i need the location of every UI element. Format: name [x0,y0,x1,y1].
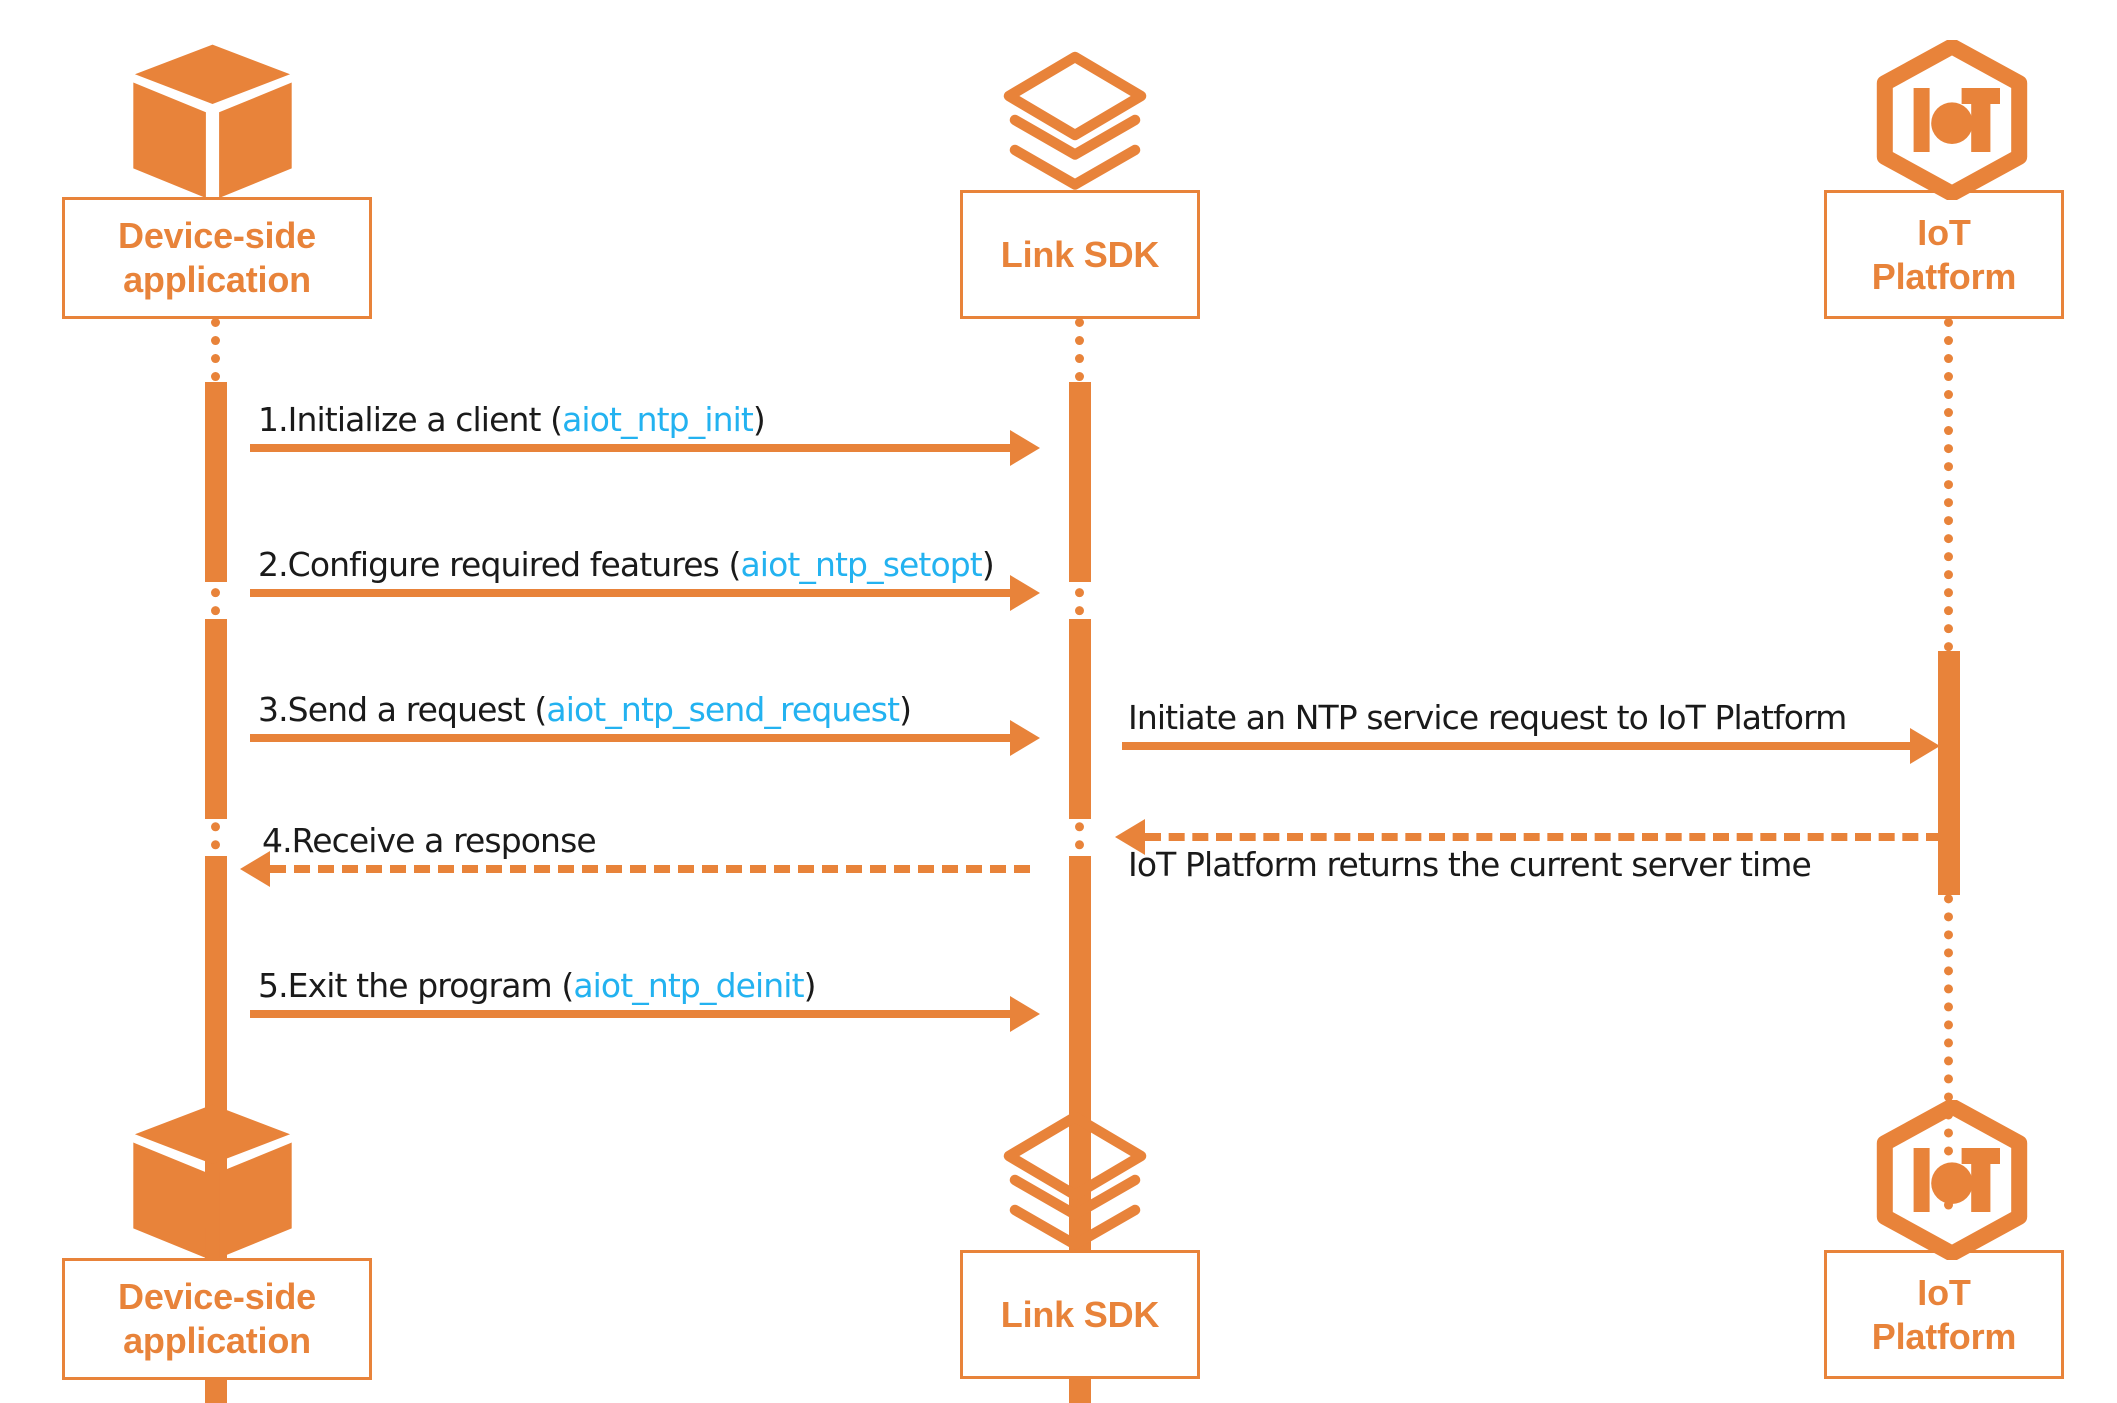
message-4-text: 4.Receive a response [262,821,597,860]
participant-box-sdk-bottom[interactable]: Link SDK [960,1250,1200,1379]
iot-hexagon-icon [1872,38,2032,202]
activation-bar-device-2 [205,619,227,819]
activation-bar-sdk-3 [1069,856,1091,1290]
participant-platform-label-line1-bottom: IoT [1917,1271,1971,1313]
participant-box-device-bottom[interactable]: Device-side application [62,1258,372,1380]
arrowhead-right-5 [1010,996,1040,1032]
participant-platform-label-line1: IoT [1917,211,1971,253]
message-2-function: aiot_ntp_setopt [740,545,982,584]
message-3-function: aiot_ntp_send_request [546,690,900,729]
arrowhead-right-3b [1910,728,1940,764]
participant-device-label-line2-bottom: application [123,1320,311,1361]
participant-device-label-line2: application [123,259,311,300]
message-line-1 [250,444,1012,452]
message-line-2 [250,589,1012,597]
participant-sdk-label-line1-bottom: Link SDK [1000,1293,1160,1335]
arrowhead-right-3 [1010,720,1040,756]
message-label-2: 2.Configure required features (aiot_ntp_… [258,545,995,584]
participant-platform-label-line2: Platform [1871,255,2017,297]
arrowhead-right-2 [1010,575,1040,611]
cube-3d-icon-bottom [130,1098,295,1263]
activation-bar-sdk-1 [1069,382,1091,582]
participant-sdk-label-line1: Link SDK [1000,233,1160,275]
arrowhead-right-1 [1010,430,1040,466]
message-label-4: 4.Receive a response [262,821,597,860]
message-3-text-suffix: ) [899,690,912,729]
layers-stack-icon-bottom [1000,1108,1150,1258]
layers-stack-icon [1000,48,1150,198]
participant-box-platform-bottom[interactable]: IoT Platform [1824,1250,2064,1379]
participant-device-label-line1: Device-side [118,215,316,257]
message-5-text-suffix: ) [803,966,817,1005]
activation-bar-device-1 [205,382,227,582]
activation-bar-platform-1 [1938,651,1960,895]
message-label-3: 3.Send a request (aiot_ntp_send_request) [258,690,912,729]
message-line-4b [1145,833,1942,841]
message-label-5: 5.Exit the program (aiot_ntp_deinit) [258,966,816,1005]
participant-box-device-top[interactable]: Device-side application [62,197,372,319]
participant-device-label-line1-bottom: Device-side [118,1276,316,1318]
message-4b-text: IoT Platform returns the current server … [1128,845,1812,884]
message-label-4b: IoT Platform returns the current server … [1128,845,1812,884]
message-line-3b [1122,742,1912,750]
message-label-3b: Initiate an NTP service request to IoT P… [1128,698,1847,737]
activation-bar-sdk-2 [1069,619,1091,819]
message-2-text-prefix: 2.Configure required features ( [258,545,741,584]
arrowhead-left-4b [1115,819,1145,855]
message-line-3 [250,734,1012,742]
participant-box-platform-top[interactable]: IoT Platform [1824,190,2064,319]
message-label-1: 1.Initialize a client (aiot_ntp_init) [258,400,766,439]
message-3-text-prefix: 3.Send a request ( [258,690,547,729]
iot-hexagon-icon-bottom [1872,1098,2032,1262]
message-2-text-suffix: ) [981,545,995,584]
message-3b-text: Initiate an NTP service request to IoT P… [1128,698,1847,737]
message-1-function: aiot_ntp_init [562,400,754,439]
message-1-text-prefix: 1.Initialize a client ( [258,400,563,439]
message-5-text-prefix: 5.Exit the program ( [258,966,574,1005]
participant-platform-label-line2-bottom: Platform [1871,1315,2017,1357]
message-line-4 [270,865,1030,873]
message-5-function: aiot_ntp_deinit [573,966,804,1005]
message-line-5 [250,1010,1012,1018]
cube-3d-icon [130,38,295,203]
participant-box-sdk-top[interactable]: Link SDK [960,190,1200,319]
arrowhead-left-4 [240,851,270,887]
message-1-text-suffix: ) [752,400,766,439]
